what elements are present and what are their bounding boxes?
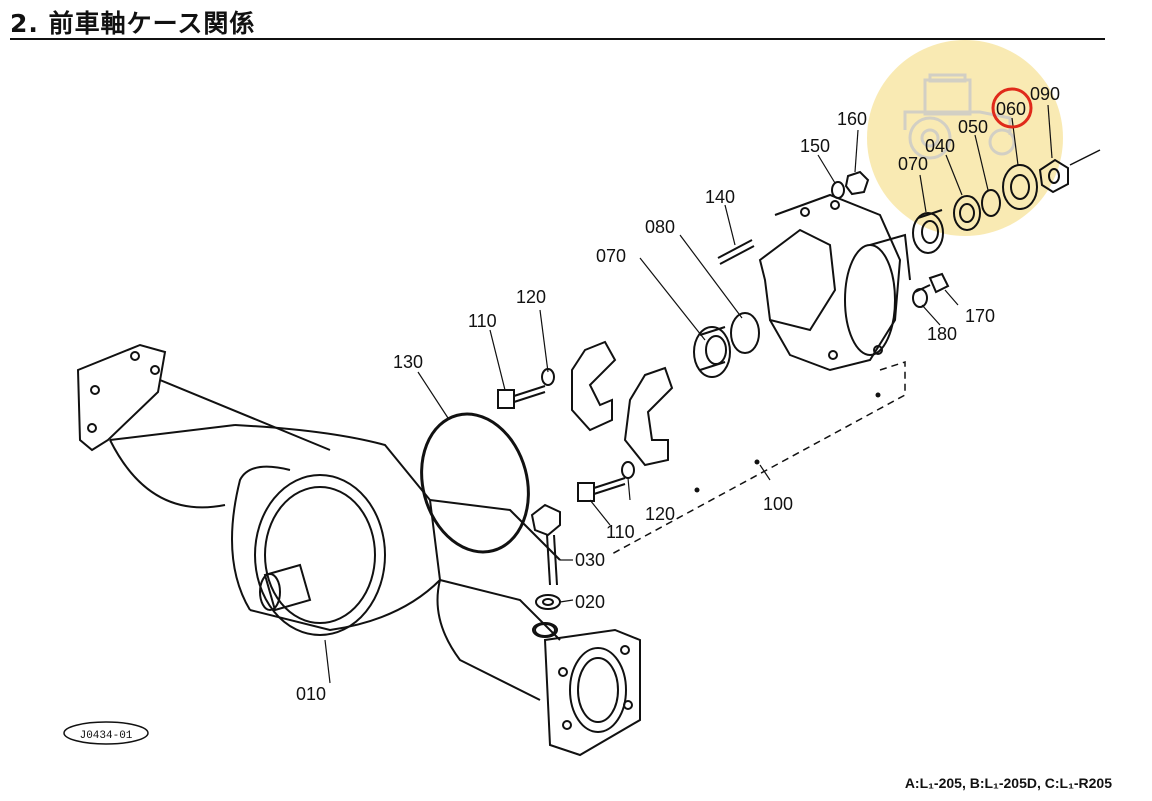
- label-020: 020: [575, 592, 605, 612]
- label-170: 170: [965, 306, 995, 326]
- knuckle-housing: [758, 193, 911, 372]
- axle-housing: [76, 343, 641, 757]
- dot: [694, 487, 700, 493]
- ring-080: [730, 312, 760, 354]
- nut-160: [844, 170, 870, 196]
- bolt-110-lower: [577, 477, 626, 502]
- tractor-watermark-icon: [903, 73, 1016, 160]
- dot: [875, 392, 881, 398]
- ring-050: [981, 189, 1001, 217]
- bearing-070-inner: [693, 326, 731, 378]
- label-030: 030: [575, 550, 605, 570]
- washer-020: [532, 594, 561, 638]
- shaft-axis: [1069, 149, 1101, 166]
- label-150: 150: [800, 136, 830, 156]
- dot: [754, 459, 760, 465]
- diagram-code: J0434-01: [80, 730, 133, 742]
- highlight-area: [867, 40, 1063, 236]
- bolt-110-upper: [497, 385, 546, 409]
- washer-120-lower: [621, 461, 635, 479]
- group-bracket-100: [609, 360, 906, 556]
- page-header: 2. 前車軸ケース関係: [10, 4, 1105, 40]
- label-100: 100: [763, 494, 793, 514]
- label-060: 060: [996, 99, 1026, 119]
- label-180: 180: [927, 324, 957, 344]
- label-130: 130: [393, 352, 423, 372]
- label-110-lower: 110: [606, 522, 635, 542]
- label-140: 140: [705, 187, 735, 207]
- model-footer: A:L₁-205, B:L₁-205D, C:L₁-R205: [904, 775, 1112, 791]
- bearing-060: [1002, 164, 1038, 210]
- o-ring-130: [420, 412, 530, 554]
- leader-lines: [324, 104, 1053, 684]
- label-080: 080: [645, 217, 675, 237]
- washer-180: [912, 288, 928, 308]
- label-120-lower: 120: [645, 504, 675, 524]
- page-title: 2. 前車軸ケース関係: [10, 9, 256, 38]
- label-050: 050: [958, 117, 988, 137]
- bearing-070-outer: [912, 209, 944, 254]
- dipstick-030: [530, 503, 561, 586]
- label-110-upper: 110: [468, 311, 497, 331]
- stud-140: [717, 239, 755, 265]
- bracket-upper: [571, 340, 617, 432]
- nut-090: [1038, 158, 1069, 194]
- seal-040: [953, 195, 981, 231]
- label-160: 160: [837, 109, 867, 129]
- bracket-lower: [623, 366, 674, 467]
- label-120-upper: 120: [516, 287, 546, 307]
- label-010: 010: [296, 684, 326, 704]
- label-070-outer: 070: [898, 154, 928, 174]
- diagram-code-badge: [63, 721, 149, 745]
- label-040: 040: [925, 136, 955, 156]
- label-090: 090: [1030, 84, 1060, 104]
- highlight-circle-060: [991, 87, 1033, 129]
- label-070-inner: 070: [596, 246, 626, 266]
- washer-150: [831, 181, 845, 199]
